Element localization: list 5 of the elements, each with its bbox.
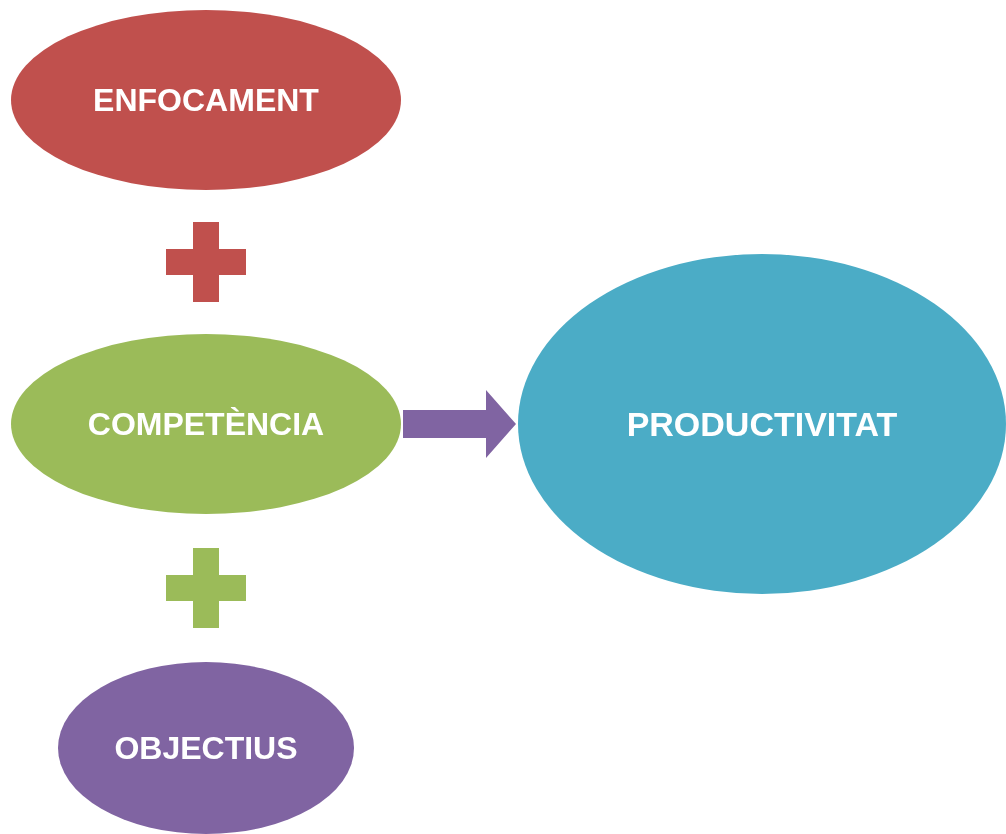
node-label: COMPETÈNCIA [87,405,325,443]
node-label: OBJECTIUS [114,729,298,767]
node-label: ENFOCAMENT [93,81,319,119]
node-label: PRODUCTIVITAT [626,404,898,444]
block-arrow [403,390,516,458]
